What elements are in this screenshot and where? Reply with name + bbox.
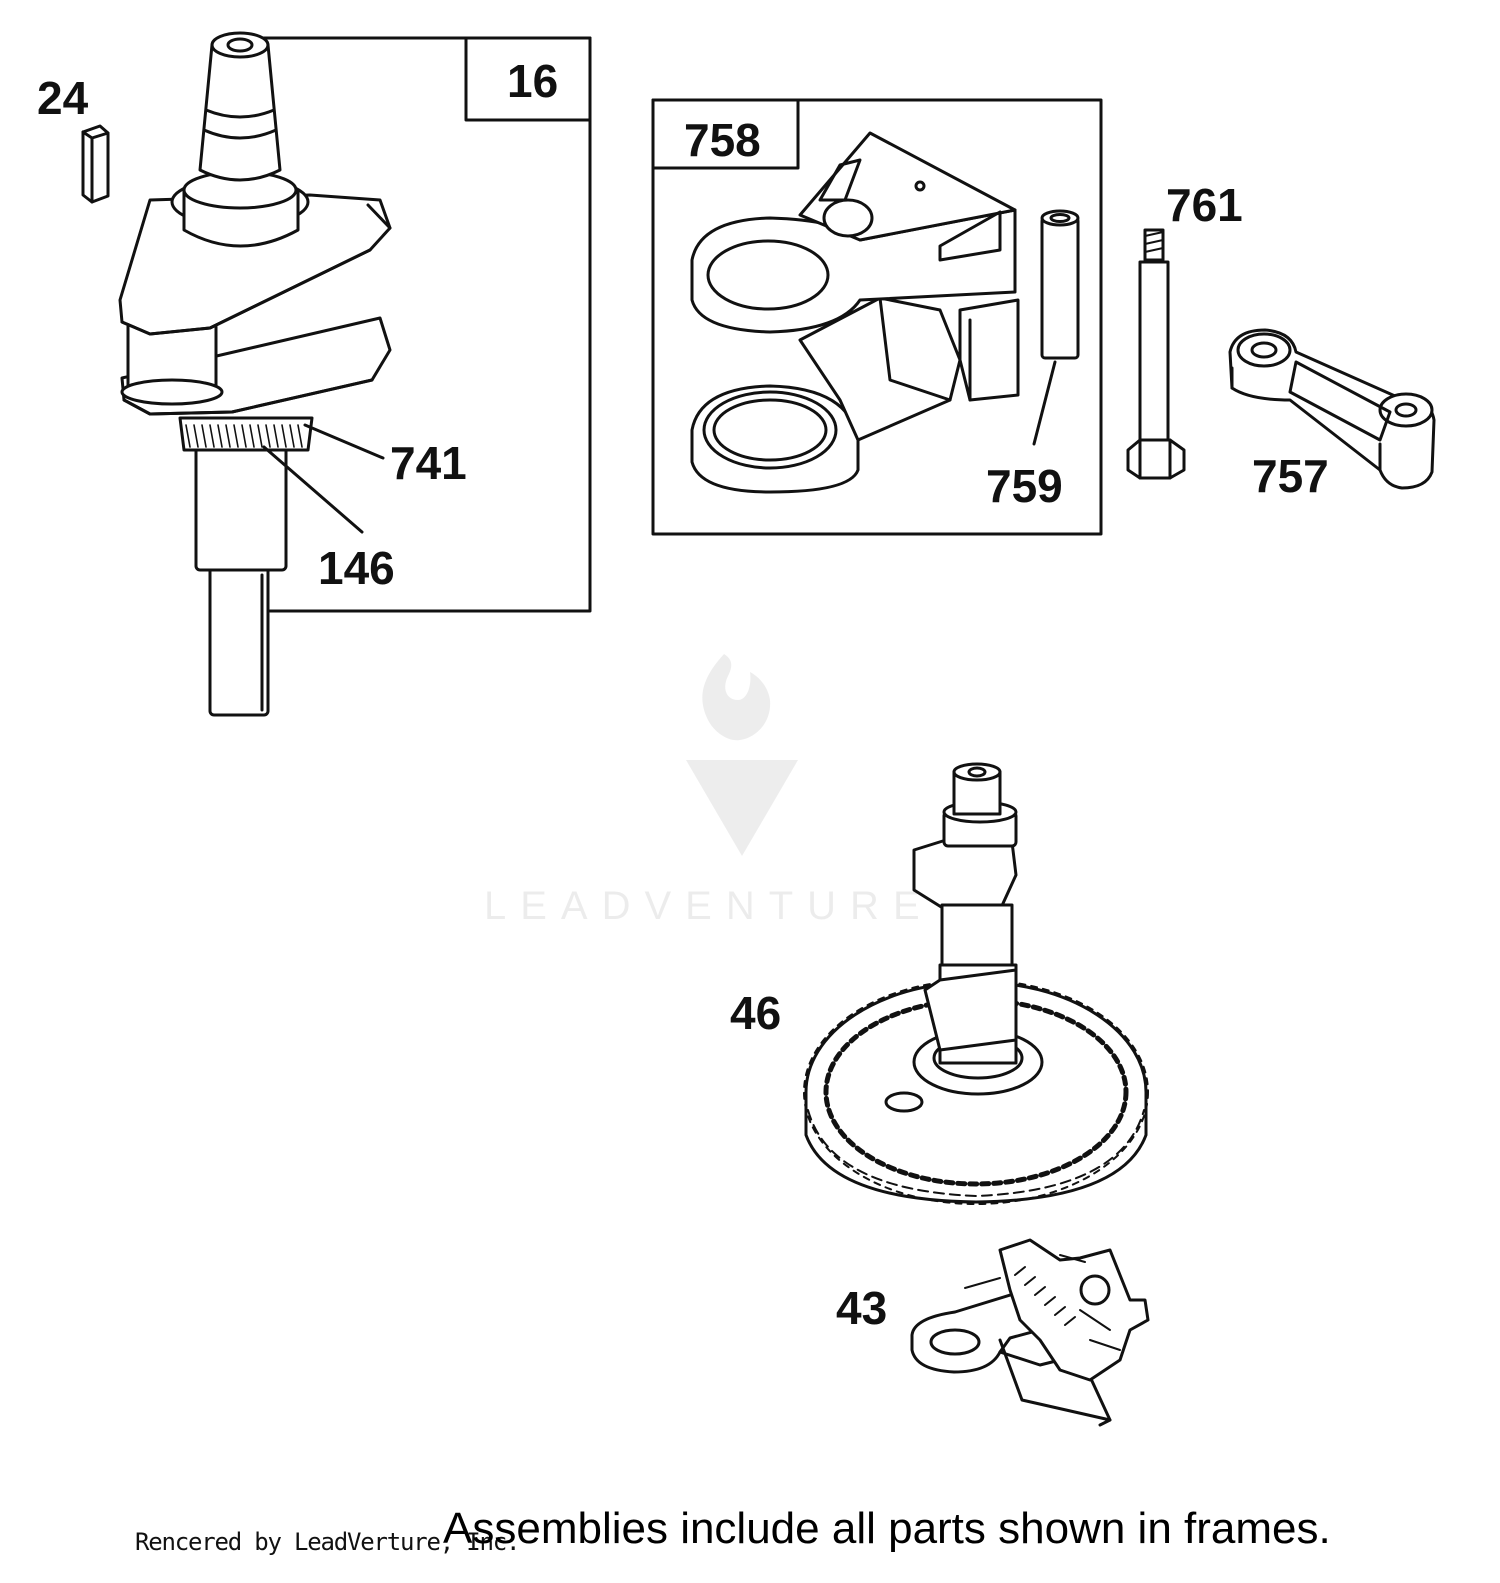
key-part-24 bbox=[81, 124, 110, 204]
pin-759 bbox=[1032, 209, 1080, 446]
label-46: 46 bbox=[730, 987, 782, 1039]
frame-16 bbox=[256, 36, 592, 613]
label-761: 761 bbox=[1166, 179, 1243, 231]
governor-bracket-758 bbox=[690, 131, 1020, 494]
label-757: 757 bbox=[1252, 450, 1329, 502]
camshaft-gear-46 bbox=[803, 762, 1149, 1205]
watermark-text: LEADVENTURE bbox=[484, 884, 934, 928]
label-759: 759 bbox=[986, 460, 1063, 512]
watermark-logo bbox=[686, 654, 798, 856]
governor-gear-43 bbox=[910, 1238, 1150, 1427]
label-758: 758 bbox=[684, 114, 761, 166]
bolt-761 bbox=[1126, 228, 1186, 480]
label-24: 24 bbox=[37, 72, 89, 124]
crankshaft bbox=[118, 31, 392, 717]
footer-credit: Rencered by LeadVerture, Inc. bbox=[135, 1528, 520, 1556]
label-43: 43 bbox=[836, 1282, 888, 1334]
label-741: 741 bbox=[390, 437, 467, 489]
link-757 bbox=[1228, 328, 1436, 490]
label-146: 146 bbox=[318, 542, 395, 594]
leader-759 bbox=[1032, 360, 1057, 446]
leader-146 bbox=[262, 445, 364, 534]
footer-note: Assemblies include all parts shown in fr… bbox=[443, 1504, 1331, 1553]
leader-741 bbox=[303, 423, 385, 460]
frame-758 bbox=[651, 98, 1103, 536]
label-16: 16 bbox=[507, 55, 559, 107]
